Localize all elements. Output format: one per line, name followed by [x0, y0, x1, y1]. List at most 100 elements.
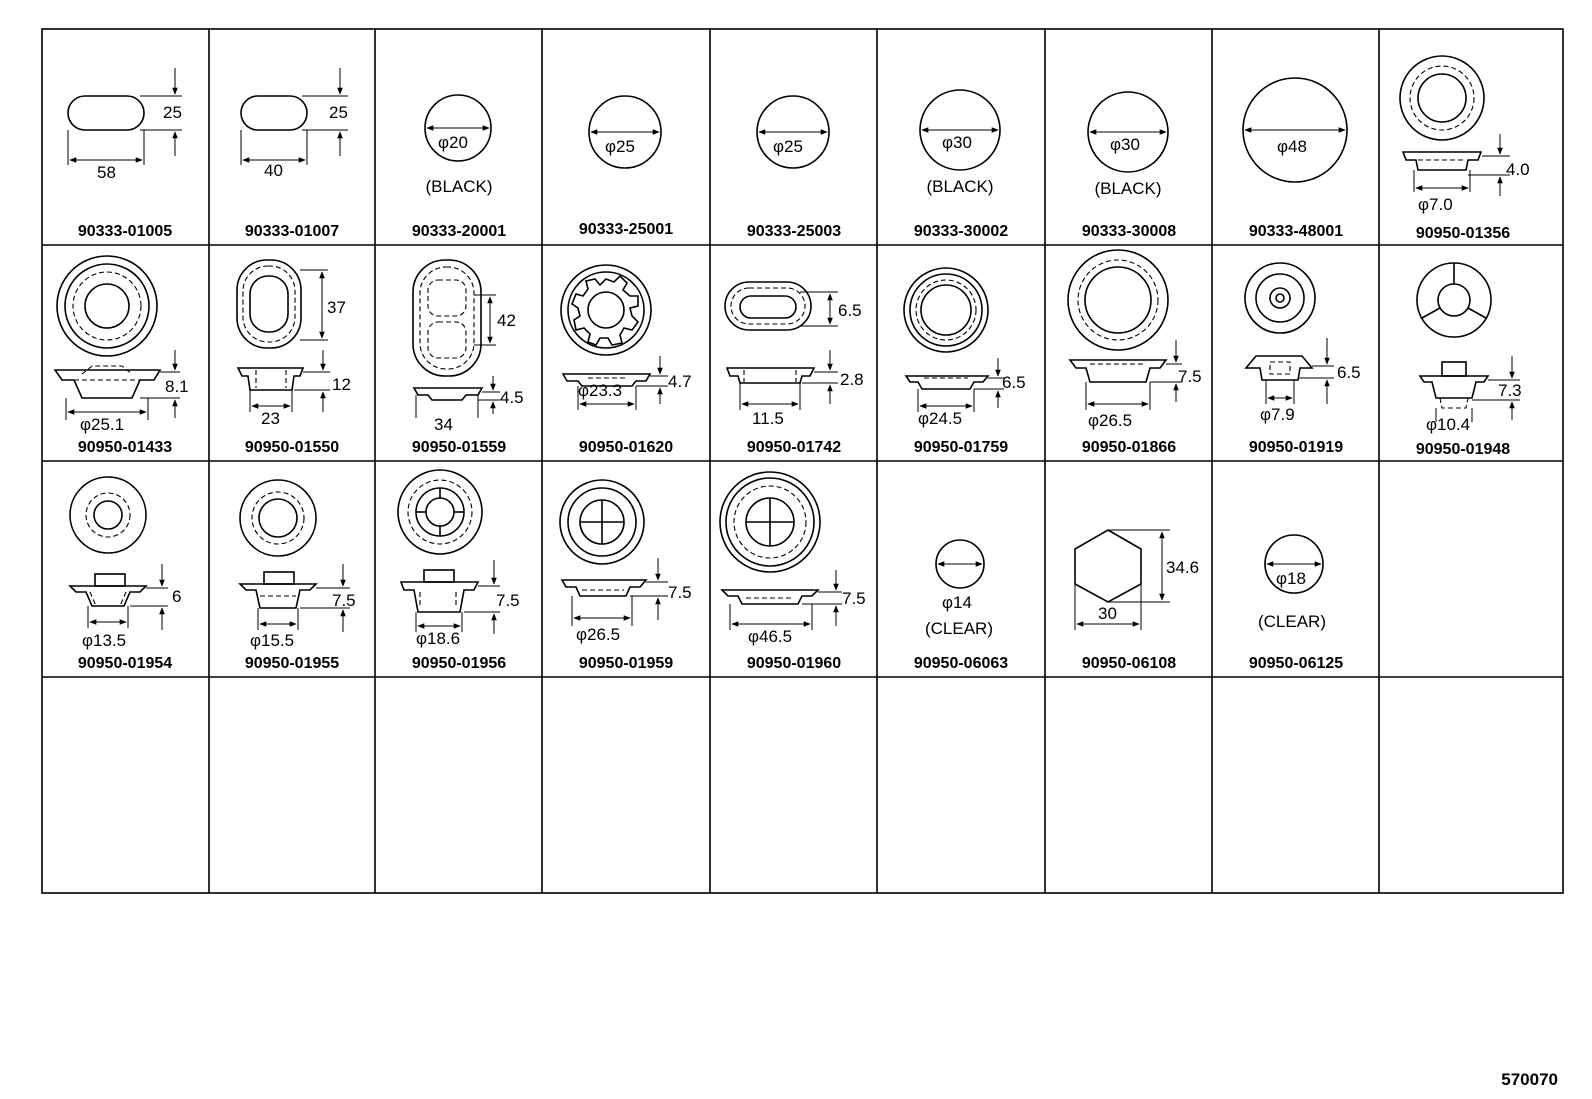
part-cell-90950-01759[interactable]: 6.5 φ24.5 90950-01759 — [903, 267, 1026, 456]
round-plug-drawing — [756, 95, 830, 169]
dim-width: 6.5 — [838, 301, 862, 320]
dim-diameter: φ23.3 — [578, 381, 622, 400]
dim-height: 6.5 — [1002, 373, 1026, 392]
part-number: 90333-30002 — [914, 223, 1008, 240]
dim-diameter: φ18 — [1276, 569, 1306, 588]
dim-length: 42 — [497, 311, 516, 330]
dim-height: 7.5 — [1178, 367, 1202, 386]
part-number: 90333-01005 — [78, 223, 172, 240]
color-note: (BLACK) — [1094, 179, 1161, 198]
part-cell-90950-01955[interactable]: 7.5 φ15.5 90950-01955 — [238, 479, 356, 672]
part-cell-90333-01005[interactable]: 25 58 90333-01005 — [67, 68, 182, 240]
grommet-side-view — [399, 569, 480, 613]
grommet-side-view — [236, 367, 305, 391]
dim-height: 6.5 — [1337, 363, 1361, 382]
part-cell-90950-01620[interactable]: 4.7 φ23.3 90950-01620 — [560, 264, 692, 456]
part-cell-90333-20001[interactable]: φ20 (BLACK) 90333-20001 — [412, 94, 506, 240]
dim-diameter: φ7.9 — [1260, 405, 1295, 424]
part-number: 90950-06108 — [1082, 655, 1176, 672]
grommet-top-view — [1416, 262, 1492, 338]
grommet-top-view — [412, 259, 482, 377]
dim-diameter: φ18.6 — [416, 629, 460, 648]
part-cell-90950-01559[interactable]: 42 4.5 34 90950-01559 — [412, 259, 524, 456]
grommet-top-view — [1244, 262, 1316, 334]
dim-height: 25 — [329, 103, 348, 122]
part-cell-90950-01742[interactable]: 6.5 2.8 11.5 90950-01742 — [724, 281, 864, 456]
grommet-top-view — [719, 471, 821, 573]
part-cell-90950-01948[interactable]: 7.3 φ10.4 90950-01948 — [1416, 262, 1522, 458]
part-number: 90950-01356 — [1416, 225, 1510, 242]
round-plug-drawing — [424, 94, 492, 162]
dim-diameter: φ20 — [438, 133, 468, 152]
part-cell-90950-01954[interactable]: 6 φ13.5 90950-01954 — [68, 476, 181, 672]
grommet-top-view — [560, 264, 652, 356]
part-cell-90950-01433[interactable]: 8.1 φ25.1 90950-01433 — [53, 255, 189, 456]
grommet-side-view — [725, 367, 816, 384]
grommet-side-view — [238, 571, 318, 609]
oval-plug-drawing — [67, 95, 145, 131]
dim-diameter: φ30 — [1110, 135, 1140, 154]
part-cell-90333-30008[interactable]: φ30 (BLACK) 90333-30008 — [1082, 91, 1176, 240]
part-number: 90950-01550 — [245, 439, 339, 456]
part-number: 90950-01866 — [1082, 439, 1176, 456]
grommet-side-view — [561, 373, 652, 387]
diagram-code: 570070 — [1501, 1070, 1558, 1089]
round-plug-drawing — [588, 95, 662, 169]
grommet-top-view — [239, 479, 317, 557]
grommet-top-view — [1067, 249, 1169, 351]
dim-length: 11.5 — [752, 409, 784, 428]
dim-height: 7.5 — [332, 591, 356, 610]
part-cell-90950-01550[interactable]: 37 12 23 90950-01550 — [236, 259, 351, 456]
dim-height: 25 — [163, 103, 182, 122]
dim-diameter: φ30 — [942, 133, 972, 152]
part-number: 90333-48001 — [1249, 223, 1343, 240]
grommet-top-view — [69, 476, 147, 554]
part-cell-90333-25001[interactable]: φ25 90333-25001 — [579, 95, 673, 238]
grommet-top-view — [903, 267, 989, 353]
dim-height: 7.5 — [496, 591, 520, 610]
dim-diameter: φ10.4 — [1426, 415, 1470, 434]
dim-width: 30 — [1098, 604, 1117, 623]
color-note: (BLACK) — [425, 177, 492, 196]
round-plug-drawing — [919, 89, 1001, 171]
round-plug-drawing — [1242, 77, 1348, 183]
dim-height: 34.6 — [1166, 558, 1199, 577]
part-number: 90950-06063 — [914, 655, 1008, 672]
part-cell-90950-01356[interactable]: 4.0 φ7.0 90950-01356 — [1399, 55, 1530, 242]
grommet-top-view — [236, 259, 302, 349]
part-cell-90950-06108[interactable]: 34.6 30 90950-06108 — [1074, 529, 1199, 672]
oval-plug-drawing — [240, 95, 308, 131]
grommet-side-view — [1418, 361, 1490, 409]
part-cell-90950-06125[interactable]: φ18 (CLEAR) 90950-06125 — [1249, 534, 1343, 672]
part-cell-90950-01866[interactable]: 7.5 φ26.5 90950-01866 — [1067, 249, 1202, 456]
part-cell-90333-48001[interactable]: φ48 90333-48001 — [1242, 77, 1348, 240]
dim-height: 2.8 — [840, 370, 864, 389]
part-cell-90333-30002[interactable]: φ30 (BLACK) 90333-30002 — [914, 89, 1008, 240]
dim-diameter: φ25.1 — [80, 415, 124, 434]
part-cell-90333-25003[interactable]: φ25 90333-25003 — [747, 95, 841, 240]
part-number: 90950-01948 — [1416, 441, 1510, 458]
grommet-top-view — [397, 469, 483, 555]
part-cell-90950-06063[interactable]: φ14 (CLEAR) 90950-06063 — [914, 539, 1008, 672]
color-note: (CLEAR) — [925, 619, 993, 638]
part-cell-90950-01919[interactable]: 6.5 φ7.9 90950-01919 — [1244, 262, 1361, 456]
grommet-side-view — [53, 365, 162, 399]
part-number: 90333-30008 — [1082, 223, 1176, 240]
parts-grid — [41, 28, 1564, 894]
round-plug-drawing — [935, 539, 985, 589]
part-number: 90950-01742 — [747, 439, 841, 456]
dim-diameter: φ48 — [1277, 137, 1307, 156]
part-number: 90950-01954 — [78, 655, 172, 672]
part-cell-90950-01960[interactable]: 7.5 φ46.5 90950-01960 — [719, 471, 866, 672]
part-cell-90333-01007[interactable]: 25 40 90333-01007 — [240, 68, 348, 240]
part-cell-90950-01956[interactable]: 7.5 φ18.6 90950-01956 — [397, 469, 520, 672]
part-number: 90950-06125 — [1249, 655, 1343, 672]
part-cell-90950-01959[interactable]: 7.5 φ26.5 90950-01959 — [559, 479, 692, 672]
grommet-side-view — [68, 573, 148, 607]
part-number: 90333-25003 — [747, 223, 841, 240]
part-number: 90950-01919 — [1249, 439, 1343, 456]
part-number: 90950-01960 — [747, 655, 841, 672]
grommet-side-view — [412, 387, 484, 401]
part-number: 90950-01955 — [245, 655, 339, 672]
